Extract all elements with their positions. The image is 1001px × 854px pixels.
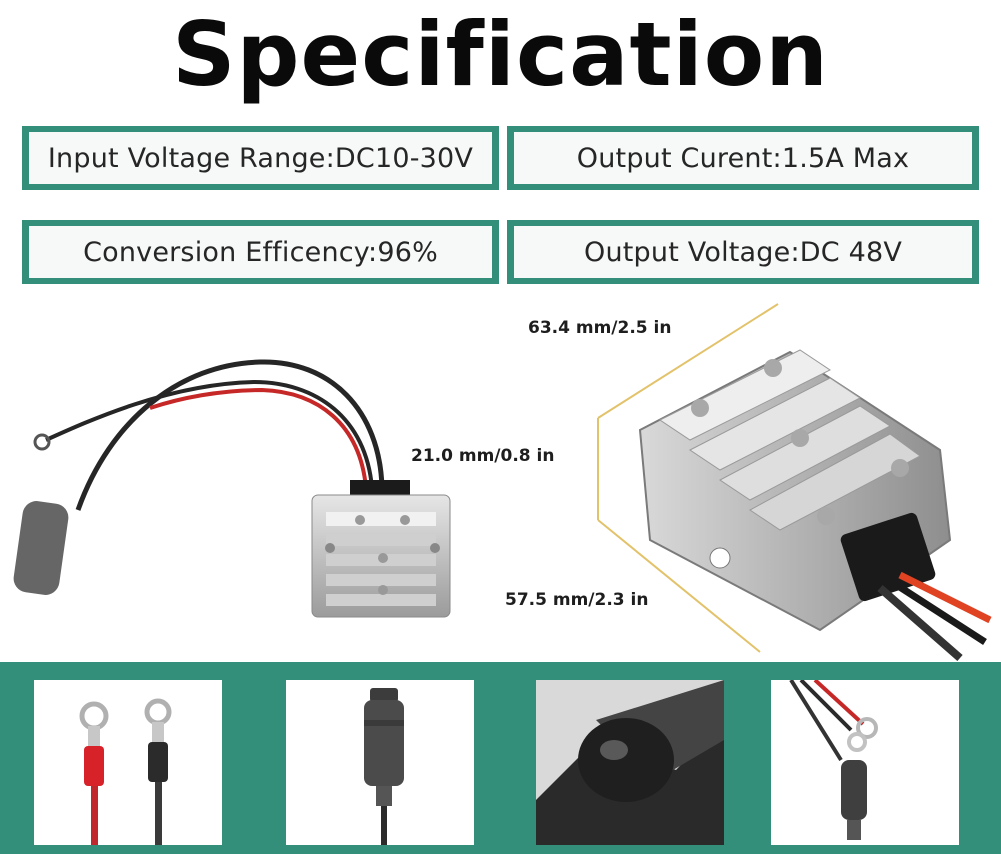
ring-terminals-icon (79, 698, 172, 845)
dimension-width: 57.5 mm/2.3 in (505, 590, 649, 610)
dimension-lines (597, 303, 779, 653)
large-converter-graphic (638, 349, 992, 662)
page-title: Specification (172, 3, 829, 106)
thumbnail-wire-harness (771, 680, 959, 845)
spec-output-current: Output Curent:1.5A Max (507, 126, 979, 190)
fuse-holder-icon (364, 688, 404, 845)
spec-input-voltage: Input Voltage Range:DC10-30V (22, 126, 499, 190)
dimension-height: 21.0 mm/0.8 in (411, 446, 555, 466)
spec-output-voltage-label: Output Voltage:DC 48V (584, 236, 902, 268)
wire-harness-icon (789, 680, 878, 840)
spec-output-voltage: Output Voltage:DC 48V (507, 220, 979, 284)
spec-conversion-efficiency-label: Conversion Efficency:96% (83, 236, 438, 268)
small-converter-graphic (13, 359, 451, 618)
product-illustration: 63.4 mm/2.5 in 21.0 mm/0.8 in 57.5 mm/2.… (0, 290, 1001, 665)
thumbnail-ring-terminals (34, 680, 222, 845)
thumbnail-fuse-holder (286, 680, 474, 845)
spec-input-voltage-label: Input Voltage Range:DC10-30V (47, 142, 474, 174)
cable-sleeve-icon (536, 680, 724, 845)
spec-output-current-label: Output Curent:1.5A Max (576, 142, 910, 174)
converter-product-graphic (13, 303, 992, 662)
thumbnail-cable-sleeve (536, 680, 724, 845)
dimension-length: 63.4 mm/2.5 in (528, 318, 672, 338)
spec-conversion-efficiency: Conversion Efficency:96% (22, 220, 499, 284)
